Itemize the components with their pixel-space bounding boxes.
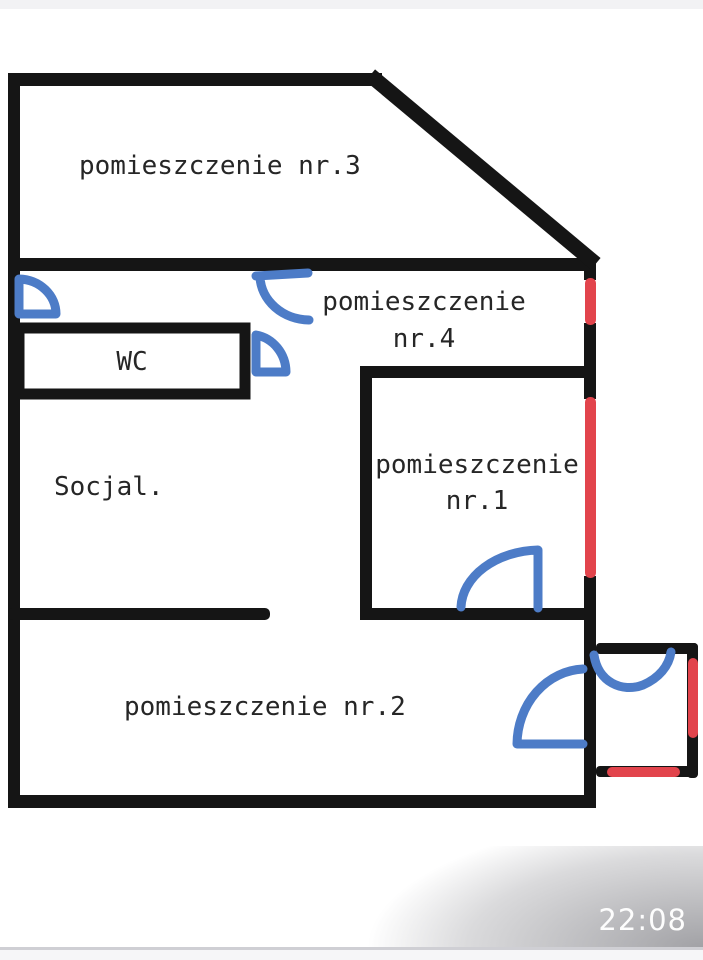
- room1-label-line2: nr.1: [445, 486, 509, 516]
- door-swings-layer: [14, 268, 676, 749]
- room4-label-line1: pomieszczenie: [322, 287, 526, 317]
- window-markers-layer: [585, 278, 698, 777]
- room4-label-line2: nr.4: [392, 324, 456, 354]
- wc-label: WC: [116, 347, 148, 377]
- door-arc-room4-top: [251, 268, 314, 325]
- wall-bottom: [8, 795, 596, 808]
- room2-label: pomieszczenie nr.2: [124, 692, 406, 722]
- bottom-divider-line: [0, 947, 703, 950]
- wall-room4-room1: [360, 366, 596, 378]
- wall-right-middle: [584, 323, 596, 399]
- wall-socjal-room2: [8, 608, 270, 620]
- door-arc-corridor-left: [14, 274, 61, 319]
- window-marker-right-small: [585, 278, 596, 325]
- bottom-corner-gradient: [0, 846, 703, 948]
- room1-label-line1: pomieszczenie: [375, 450, 579, 480]
- top-edge-strip: [0, 0, 703, 9]
- wall-room1-bottom: [360, 608, 596, 620]
- status-bar-time: 22:08: [598, 903, 687, 937]
- door-arc-room2: [512, 664, 588, 749]
- wall-diagonal: [365, 69, 601, 270]
- wall-room3-bottom: [8, 258, 596, 271]
- wall-wc-box: [13, 322, 251, 400]
- socjal-label: Socjal.: [54, 472, 164, 502]
- door-arc-annex: [589, 647, 676, 693]
- bottom-edge-strip: [0, 950, 703, 960]
- window-marker-annex-right: [688, 658, 698, 738]
- wall-top: [8, 73, 382, 86]
- room3-label: pomieszczenie nr.3: [79, 151, 361, 181]
- door-arc-wc: [251, 330, 291, 377]
- wall-annex-top: [596, 643, 698, 654]
- window-marker-right-long: [585, 397, 596, 578]
- wall-room1-left: [360, 366, 372, 618]
- door-arc-room1: [456, 545, 543, 613]
- wall-right-lower: [584, 576, 596, 808]
- wall-left: [8, 73, 20, 808]
- window-marker-annex-bottom: [607, 767, 680, 777]
